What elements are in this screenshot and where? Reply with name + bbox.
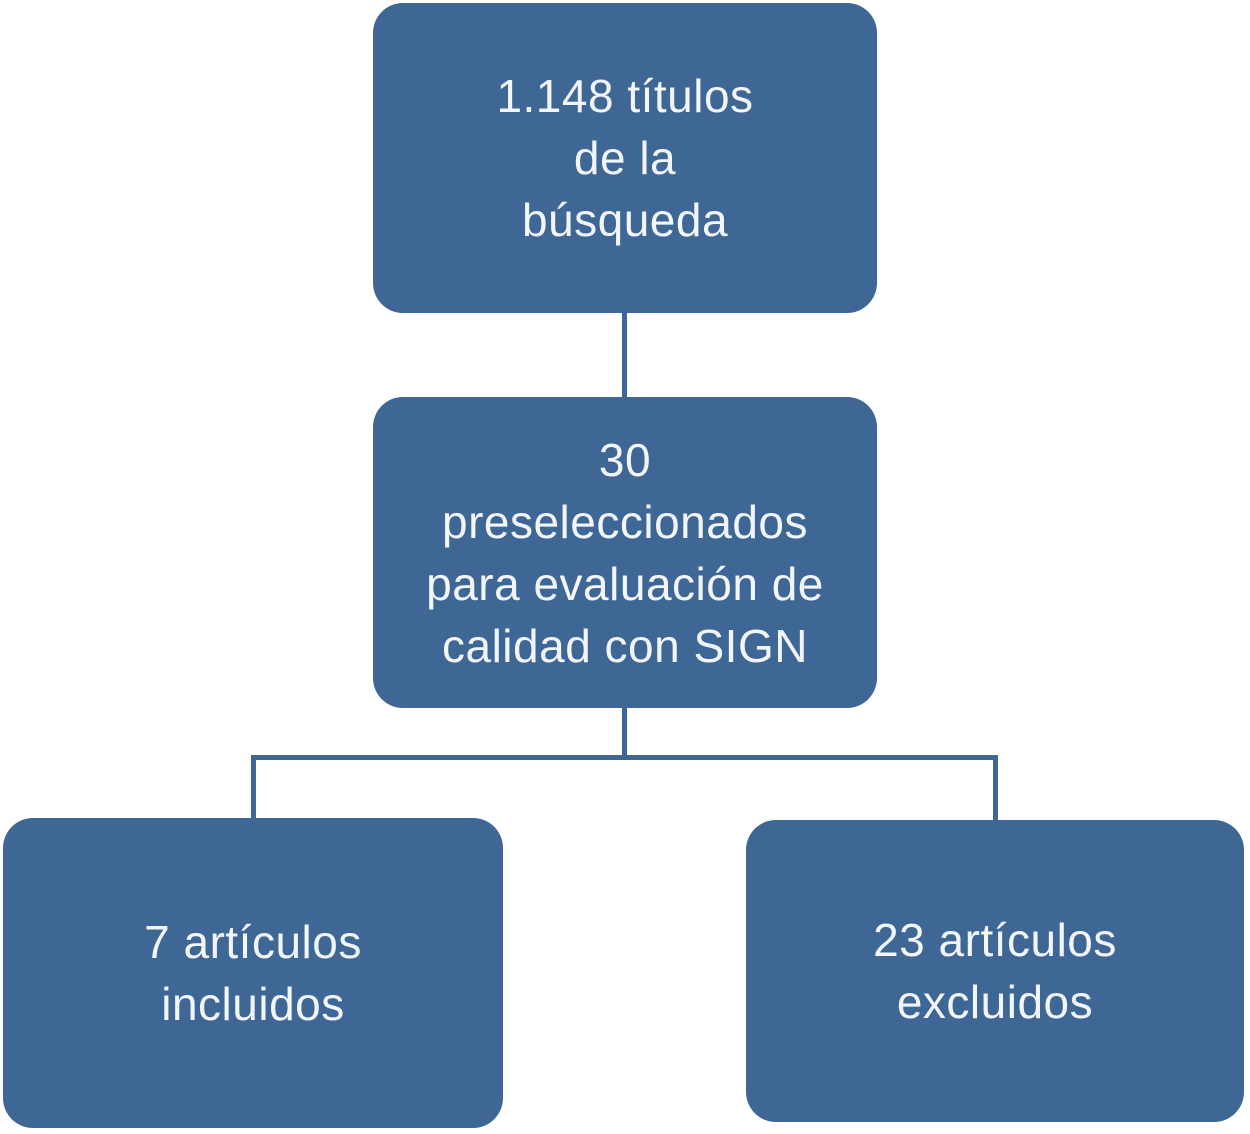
node-excluded-label: 23 artículos excluidos: [873, 914, 1117, 1028]
node-search-titles-label: 1.148 títulos de la búsqueda: [496, 70, 754, 246]
connector-top-to-middle: [622, 310, 627, 398]
connector-branch-left: [251, 755, 256, 818]
node-included: 7 artículos incluidos: [3, 818, 503, 1128]
node-preselected-label: 30 preseleccionados para evaluación de c…: [426, 433, 824, 672]
connector-branch-horizontal: [251, 755, 998, 760]
connector-middle-stem: [622, 707, 627, 757]
node-preselected: 30 preseleccionados para evaluación de c…: [373, 397, 877, 708]
node-excluded: 23 artículos excluidos: [746, 820, 1244, 1122]
connector-branch-right: [993, 755, 998, 821]
node-included-label: 7 artículos incluidos: [144, 916, 362, 1030]
node-search-titles: 1.148 títulos de la búsqueda: [373, 3, 877, 313]
